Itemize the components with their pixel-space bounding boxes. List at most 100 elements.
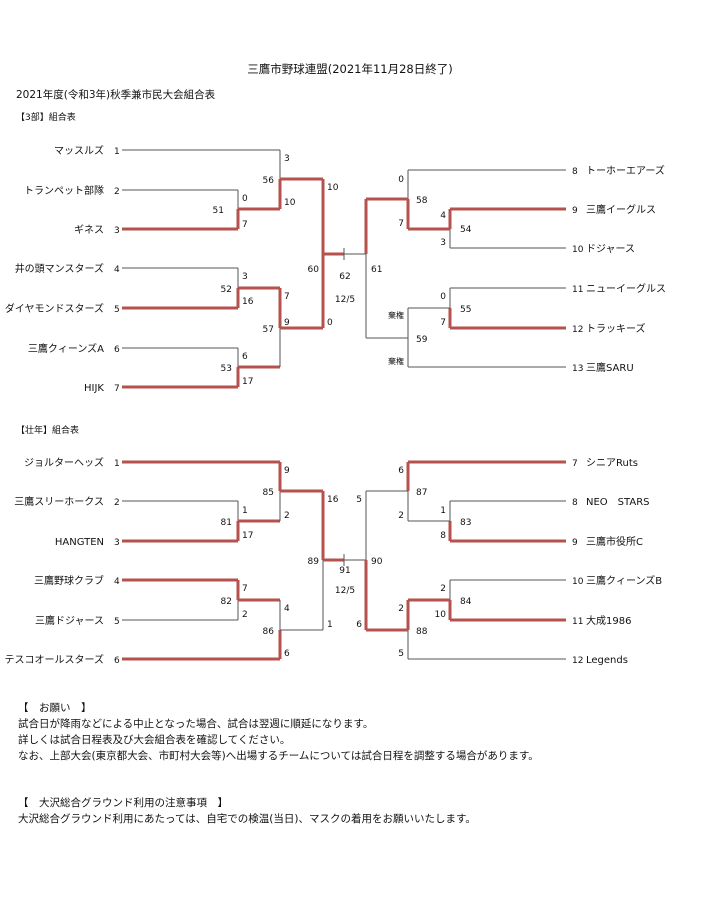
score: 3 xyxy=(284,154,290,164)
ground-line: 大沢総合グラウンド利用にあたっては、自宅での検温(当日)、マスクの着用をお願いい… xyxy=(18,813,476,825)
team-name: 三鷹ドジャース xyxy=(35,614,104,627)
ground-title: 【 大沢総合グラウンド利用の注意事項 】 xyxy=(18,797,228,809)
game-number: 62 xyxy=(339,272,350,282)
score: 9 xyxy=(284,318,290,328)
team-number: 12 xyxy=(572,656,583,666)
game-number: 55 xyxy=(460,305,471,315)
team-name: ニューイーグルス xyxy=(586,282,666,295)
score: 10 xyxy=(435,610,447,620)
game-number: 58 xyxy=(416,196,428,206)
score: 17 xyxy=(242,531,253,541)
team-name: ギネス xyxy=(74,224,104,236)
team-name: ドジャース xyxy=(586,244,635,255)
game-number: 89 xyxy=(308,557,320,567)
team-name: 三鷹クィーンズB xyxy=(586,574,662,587)
score: 2 xyxy=(440,584,446,594)
score: 7 xyxy=(242,584,248,594)
game-number: 51 xyxy=(213,206,224,216)
team-name: テスコオールスターズ xyxy=(5,653,105,666)
score: 2 xyxy=(398,511,404,521)
team-number: 1 xyxy=(114,147,120,157)
team-number: 8 xyxy=(572,498,578,508)
score: 9 xyxy=(284,466,290,476)
game-number: 84 xyxy=(460,597,472,607)
score: 16 xyxy=(327,495,339,505)
page-subtitle: 2021年度(令和3年)秋季兼市民大会組合表 xyxy=(16,88,216,101)
game-number: 53 xyxy=(221,364,232,374)
team-number: 5 xyxy=(114,617,120,627)
team-name: 三鷹イーグルス xyxy=(586,203,656,216)
game-number: 87 xyxy=(416,488,427,498)
team-name: トーホーエアーズ xyxy=(586,164,665,177)
score: 7 xyxy=(284,292,290,302)
score: 6 xyxy=(242,352,248,362)
team-number: 12 xyxy=(572,325,583,335)
score: 0 xyxy=(440,292,446,302)
team-name: シニアRuts xyxy=(586,458,638,469)
score: 7 xyxy=(242,220,248,230)
request-title: 【 お願い 】 xyxy=(18,702,92,714)
score: 5 xyxy=(398,649,404,659)
game-number: 54 xyxy=(460,225,472,235)
team-name: 井の頭マンスターズ xyxy=(15,262,104,275)
bracket-lines xyxy=(122,149,566,661)
request-line: 試合日が降雨などによる中止となった場合、試合は翌週に順延になります。 xyxy=(18,718,374,730)
game-number: 85 xyxy=(263,488,274,498)
team-number: 9 xyxy=(572,206,578,216)
team-name: ダイヤモンドスターズ xyxy=(5,302,104,315)
request-line: 詳しくは試合日程表及び大会組合表を確認してください。 xyxy=(18,734,291,746)
score: 10 xyxy=(284,198,296,208)
final-date: 12/5 xyxy=(335,295,355,305)
team-number: 10 xyxy=(572,577,584,587)
team-number: 10 xyxy=(572,245,584,255)
team-number: 4 xyxy=(114,265,120,275)
score: 8 xyxy=(440,531,446,541)
score: 4 xyxy=(284,604,290,614)
team-name: 三鷹野球クラブ xyxy=(34,574,104,587)
score: 7 xyxy=(398,219,404,229)
game-number: 59 xyxy=(416,335,428,345)
game-number: 88 xyxy=(416,627,428,637)
score: 7 xyxy=(440,318,446,328)
team-name: Legends xyxy=(586,655,628,666)
score: 0 xyxy=(242,194,248,204)
team-number: 6 xyxy=(114,656,120,666)
bracket-labels: マッスルズ 1 トランペット部隊 2 ギネス 3 井の頭マンスターズ 4 ダイヤモンドスターズ 5… xyxy=(5,144,667,666)
team-number: 7 xyxy=(114,384,120,394)
score: 2 xyxy=(398,604,404,614)
score: 10 xyxy=(327,183,339,193)
team-number: 7 xyxy=(572,459,578,469)
score: 1 xyxy=(440,506,446,516)
game-number: 82 xyxy=(221,597,232,607)
notes-section: 【 お願い 】 試合日が降雨などによる中止となった場合、試合は翌週に順延になりま… xyxy=(18,700,688,764)
score: 棄権 xyxy=(388,310,404,320)
team-number: 3 xyxy=(114,226,120,236)
score: 1 xyxy=(242,506,248,516)
score: 2 xyxy=(284,511,290,521)
score: 1 xyxy=(327,620,333,630)
game-number: 60 xyxy=(308,265,320,275)
bracket-svg: 三鷹市野球連盟(2021年11月28日終了) 2021年度(令和3年)秋季兼市民… xyxy=(5,62,667,666)
score: 4 xyxy=(440,211,446,221)
team-number: 13 xyxy=(572,364,583,374)
request-line: なお、上部大会(東京都大会、市町村大会等)へ出場するチームについては試合日程を調… xyxy=(18,750,539,762)
score: 6 xyxy=(398,466,404,476)
team-name: 三鷹クィーンズA xyxy=(28,342,104,355)
game-number: 57 xyxy=(263,325,274,335)
score: 6 xyxy=(284,649,290,659)
team-number: 1 xyxy=(114,459,120,469)
score: 棄権 xyxy=(388,356,404,366)
final-date: 12/5 xyxy=(335,586,355,596)
team-name: トラッキーズ xyxy=(586,322,646,335)
team-name: マッスルズ xyxy=(54,144,104,157)
team-name: 三鷹スリーホークス xyxy=(14,495,104,508)
team-number: 11 xyxy=(572,285,583,295)
game-number: 90 xyxy=(371,557,383,567)
team-name: HANGTEN xyxy=(55,537,104,548)
division3-label: 【3部】組合表 xyxy=(16,111,76,123)
team-number: 9 xyxy=(572,538,578,548)
team-name: 三鷹市役所C xyxy=(586,535,643,548)
senior-label: 【壮年】組合表 xyxy=(16,424,79,436)
team-name: トランペット部隊 xyxy=(24,184,104,197)
